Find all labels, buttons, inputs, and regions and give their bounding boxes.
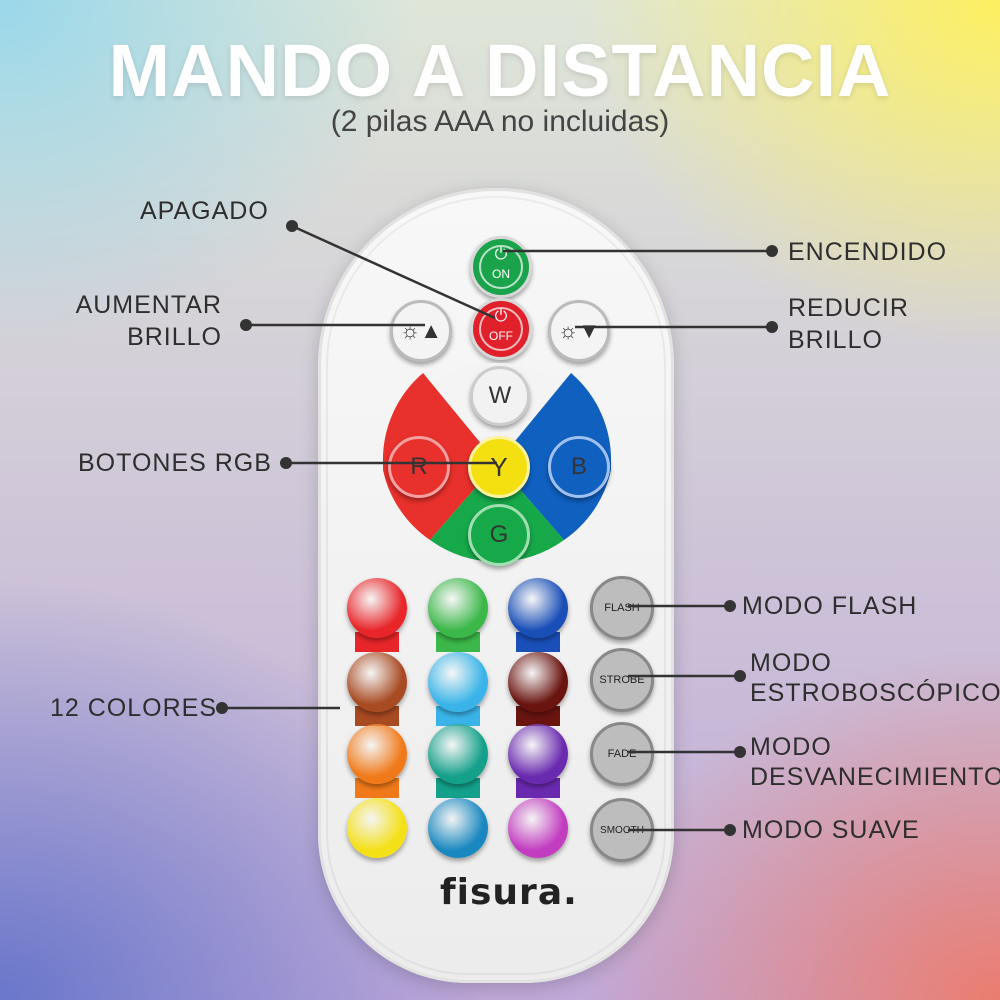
fade-button[interactable]: FADE [590, 722, 654, 786]
label-modo-estroboscopico: MODO ESTROBOSCÓPICO [750, 648, 1000, 708]
color-stripe [355, 706, 399, 726]
smooth-label: SMOOTH [600, 824, 644, 836]
off-button[interactable]: ⏻ OFF [470, 298, 532, 360]
label-reducir-line2: BRILLO [788, 326, 883, 354]
label-fade-line1: MODO [750, 733, 832, 761]
on-button[interactable]: ⏻ ON [470, 236, 532, 298]
brand-logo: fisura. [440, 872, 578, 913]
label-modo-flash: MODO FLASH [742, 592, 918, 620]
color-stripe [355, 632, 399, 652]
color-stripe [436, 632, 480, 652]
color-stripe [516, 706, 560, 726]
color-button[interactable] [347, 578, 407, 638]
on-label: ON [492, 267, 510, 281]
strobe-button[interactable]: STROBE [590, 648, 654, 712]
label-12-colores: 12 COLORES [50, 694, 218, 722]
label-botones-rgb: BOTONES RGB [78, 449, 272, 477]
white-button[interactable]: W [470, 366, 530, 426]
color-button[interactable] [508, 798, 568, 858]
label-aumentar-line2: BRILLO [127, 323, 222, 351]
color-stripe [355, 778, 399, 798]
color-button[interactable] [347, 724, 407, 784]
color-button[interactable] [508, 724, 568, 784]
label-apagado: APAGADO [140, 197, 269, 225]
color-button[interactable] [508, 652, 568, 712]
yellow-button[interactable]: Y [468, 436, 530, 498]
label-aumentar-line1: AUMENTAR [75, 291, 222, 319]
label-strobe-line2: ESTROBOSCÓPICO [750, 679, 1000, 707]
page-subtitle: (2 pilas AAA no incluidas) [330, 105, 670, 138]
off-label: OFF [489, 329, 513, 343]
label-encendido: ENCENDIDO [788, 238, 948, 266]
color-button[interactable] [428, 652, 488, 712]
green-button[interactable]: G [468, 504, 530, 566]
green-label: G [489, 521, 509, 548]
blue-button[interactable]: B [548, 436, 610, 498]
color-stripe [436, 706, 480, 726]
color-button[interactable] [428, 578, 488, 638]
label-fade-line2: DESVANECIMIENTO [750, 763, 1000, 791]
color-button[interactable] [428, 724, 488, 784]
label-strobe-line1: MODO [750, 649, 832, 677]
blue-label: B [570, 453, 587, 480]
brightness-down-icon: ☼▼ [558, 318, 600, 343]
color-button[interactable] [508, 578, 568, 638]
label-modo-suave: MODO SUAVE [742, 816, 920, 844]
color-button[interactable] [347, 652, 407, 712]
page-title: MANDO A DISTANCIA [108, 29, 892, 112]
label-reducir-brillo: REDUCIR BRILLO [788, 292, 909, 356]
color-button[interactable] [428, 798, 488, 858]
color-stripe [516, 632, 560, 652]
color-stripe [516, 778, 560, 798]
red-button[interactable]: R [388, 436, 450, 498]
brightness-up-button[interactable]: ☼▲ [390, 300, 452, 362]
power-icon: ⏻ [494, 308, 508, 325]
red-label: R [410, 453, 428, 480]
label-modo-desvanecimiento: MODO DESVANECIMIENTO [750, 732, 1000, 792]
white-label: W [488, 382, 512, 409]
label-reducir-line1: REDUCIR [788, 294, 909, 322]
color-button[interactable] [347, 798, 407, 858]
label-aumentar-brillo: AUMENTAR BRILLO [70, 289, 222, 353]
brightness-down-button[interactable]: ☼▼ [548, 300, 610, 362]
yellow-label: Y [490, 451, 508, 482]
brightness-up-icon: ☼▲ [400, 318, 442, 343]
color-stripe [436, 778, 480, 798]
